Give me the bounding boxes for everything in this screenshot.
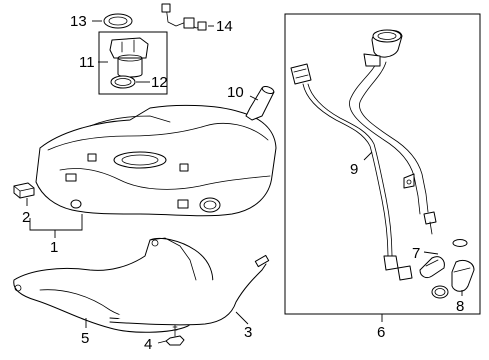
- hose-clamp-large: [431, 285, 449, 299]
- callout-4: 4: [144, 336, 152, 353]
- fuel-tank: [35, 104, 277, 217]
- callout-6: 6: [377, 324, 385, 341]
- lock-ring: [103, 13, 133, 29]
- callout-3: 3: [244, 324, 252, 341]
- fuel-pump-module: [109, 37, 149, 78]
- tank-strap: [109, 254, 270, 326]
- fuel-level-sender: [161, 3, 207, 31]
- fuel-pump-module-box: [98, 31, 168, 95]
- callout-8: 8: [456, 298, 464, 315]
- vent-line: [290, 63, 413, 281]
- callout-7: 7: [412, 245, 420, 262]
- callout-1: 1: [50, 239, 58, 256]
- filler-pipe: [349, 29, 437, 235]
- callout-11: 11: [79, 54, 95, 71]
- vent-valve: [245, 86, 275, 121]
- hose-clamp-small: [452, 239, 468, 247]
- callout-9: 9: [350, 161, 358, 178]
- tank-pad: [13, 182, 35, 199]
- leader-lines: [26, 20, 463, 344]
- filler-hose: [419, 256, 445, 279]
- pump-seal-ring: [110, 75, 136, 89]
- callout-14: 14: [216, 18, 233, 35]
- filler-pipe-assembly-box: [284, 13, 481, 315]
- callout-2: 2: [22, 209, 30, 226]
- callout-12: 12: [151, 74, 168, 91]
- mounting-bolt: [165, 324, 185, 346]
- callout-10: 10: [227, 84, 244, 101]
- vent-hose: [451, 259, 475, 292]
- callout-labels: 1 2 3 4 5 6 7 8 9 10 11 12 13 14: [22, 13, 464, 353]
- callout-13: 13: [70, 13, 87, 30]
- callout-5: 5: [81, 330, 89, 347]
